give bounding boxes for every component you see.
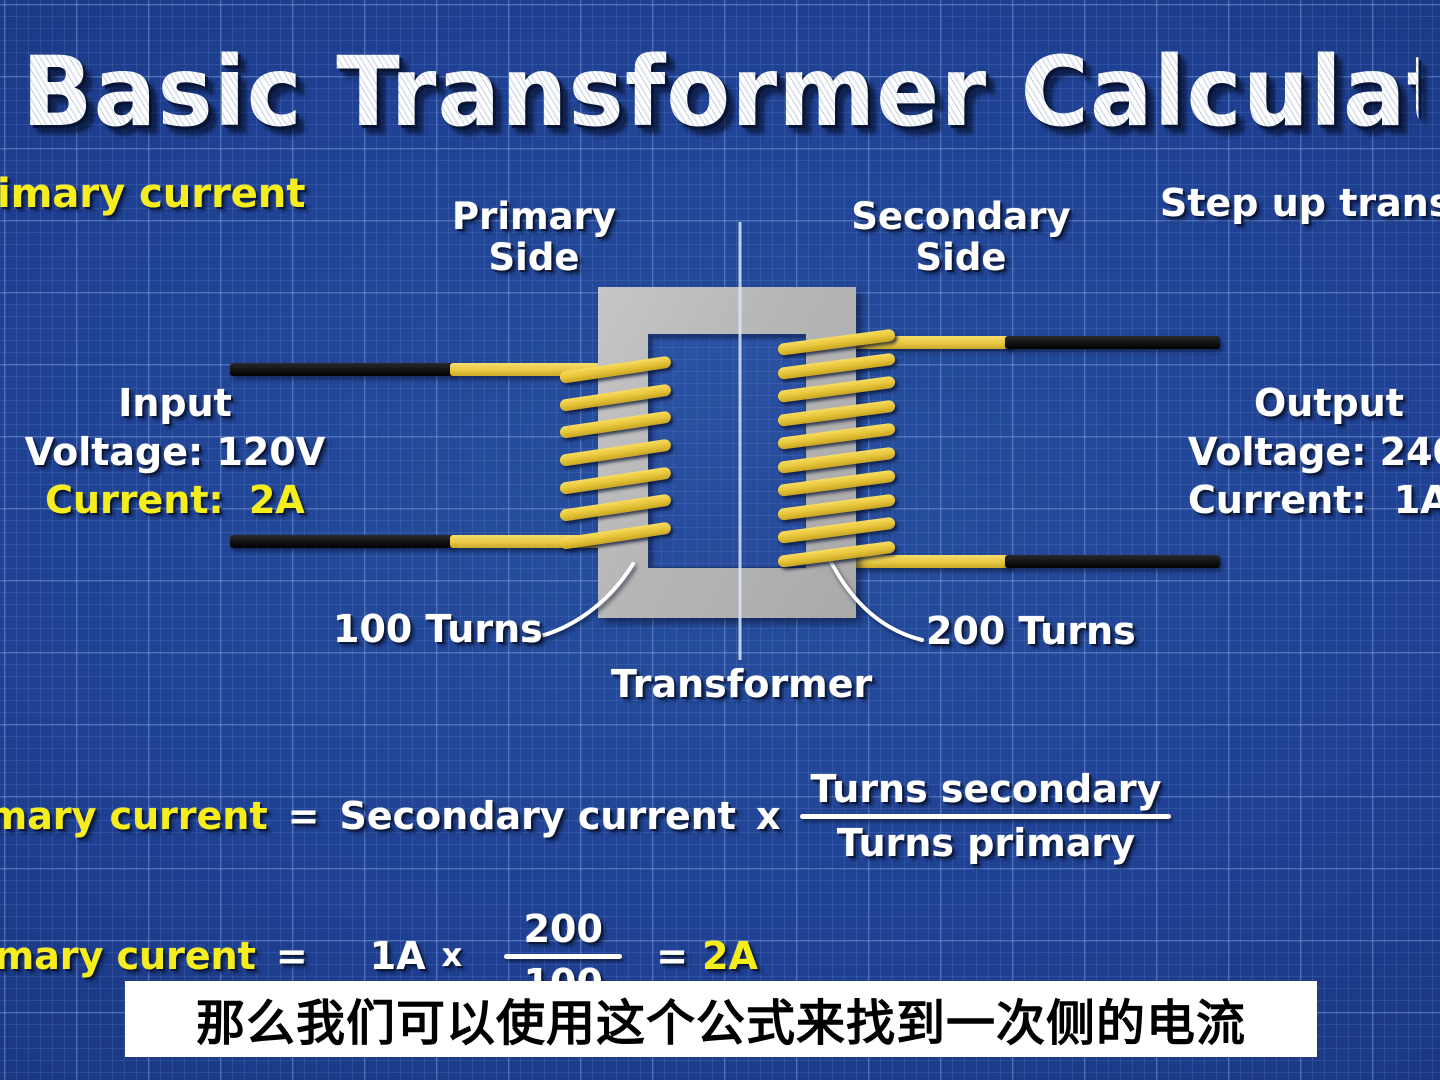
subtitle-text: 那么我们可以使用这个公式来找到一次侧的电流 [195,994,1246,1052]
secondary-side-line2: Side [915,236,1007,280]
primary-bottom-lead-black [230,535,454,548]
general-formula-term: Secondary current [339,793,736,838]
subtitle-bar: 那么我们可以使用这个公式来找到一次侧的电流 [125,981,1317,1057]
worked-formula-fraction-bar [504,953,623,959]
general-formula-fraction: Turns secondary Turns primary [800,767,1172,865]
primary-top-lead-black [230,363,454,376]
primary-side-label: Primary Side [434,196,634,279]
worked-formula-numerator: 200 [523,907,603,951]
output-heading: Output [1254,381,1404,425]
worked-formula-times: x [441,936,463,975]
page-title: Basic Transformer Calculations [22,36,1440,148]
general-formula-times: x [755,793,781,838]
general-formula-lhs: Primary current [0,793,268,838]
output-current-label: Current: [1188,478,1367,523]
step-up-transformer-annotation: Step up transformer [1160,181,1440,225]
general-formula-numerator: Turns secondary [810,767,1162,811]
output-panel: Output Voltage: 240V Current: 1A [1188,382,1440,522]
output-current-value: 1A [1393,478,1440,523]
worked-formula-lhs: Primary curent [0,933,256,978]
output-current-row: Current: 1A [1188,479,1440,522]
worked-formula-term: 1A [369,933,426,978]
input-voltage-label: Voltage: [24,429,204,474]
secondary-top-lead-black [1005,336,1220,349]
output-voltage-label: Voltage: [1188,429,1367,474]
secondary-side-line1: Secondary [851,195,1071,238]
input-voltage-value: 120V [216,429,326,474]
output-voltage-value: 240V [1379,429,1440,474]
output-voltage-row: Voltage: 240V [1188,429,1440,474]
worked-formula-result: 2A [702,933,758,978]
general-formula-denominator: Turns primary [836,820,1135,865]
secondary-turns-label: 200 Turns [926,609,1136,653]
secondary-bottom-lead-gold [845,555,1013,568]
primary-current-annotation: Primary current [0,171,306,217]
primary-turns-label: 100 Turns [333,607,543,651]
secondary-bottom-lead-black [1005,555,1220,568]
worked-formula-equals: = [275,933,308,978]
input-current-value: 2A [248,478,305,523]
general-formula: Primary current = Secondary current x Tu… [0,767,1172,865]
input-panel: Input Voltage: 120V Current: 2A [10,382,340,522]
input-current-row: Current: 2A [10,479,340,522]
primary-side-line2: Side [488,236,580,280]
worked-formula-result-equals: = [656,933,689,978]
primary-side-line1: Primary [452,195,616,238]
general-formula-fraction-bar [800,813,1172,819]
input-current-label: Current: [45,478,224,523]
general-formula-equals: = [287,793,320,838]
transformer-label: Transformer [611,662,873,706]
input-heading: Input [118,381,232,425]
input-voltage-row: Voltage: 120V [10,429,340,474]
secondary-side-label: Secondary Side [850,196,1072,279]
